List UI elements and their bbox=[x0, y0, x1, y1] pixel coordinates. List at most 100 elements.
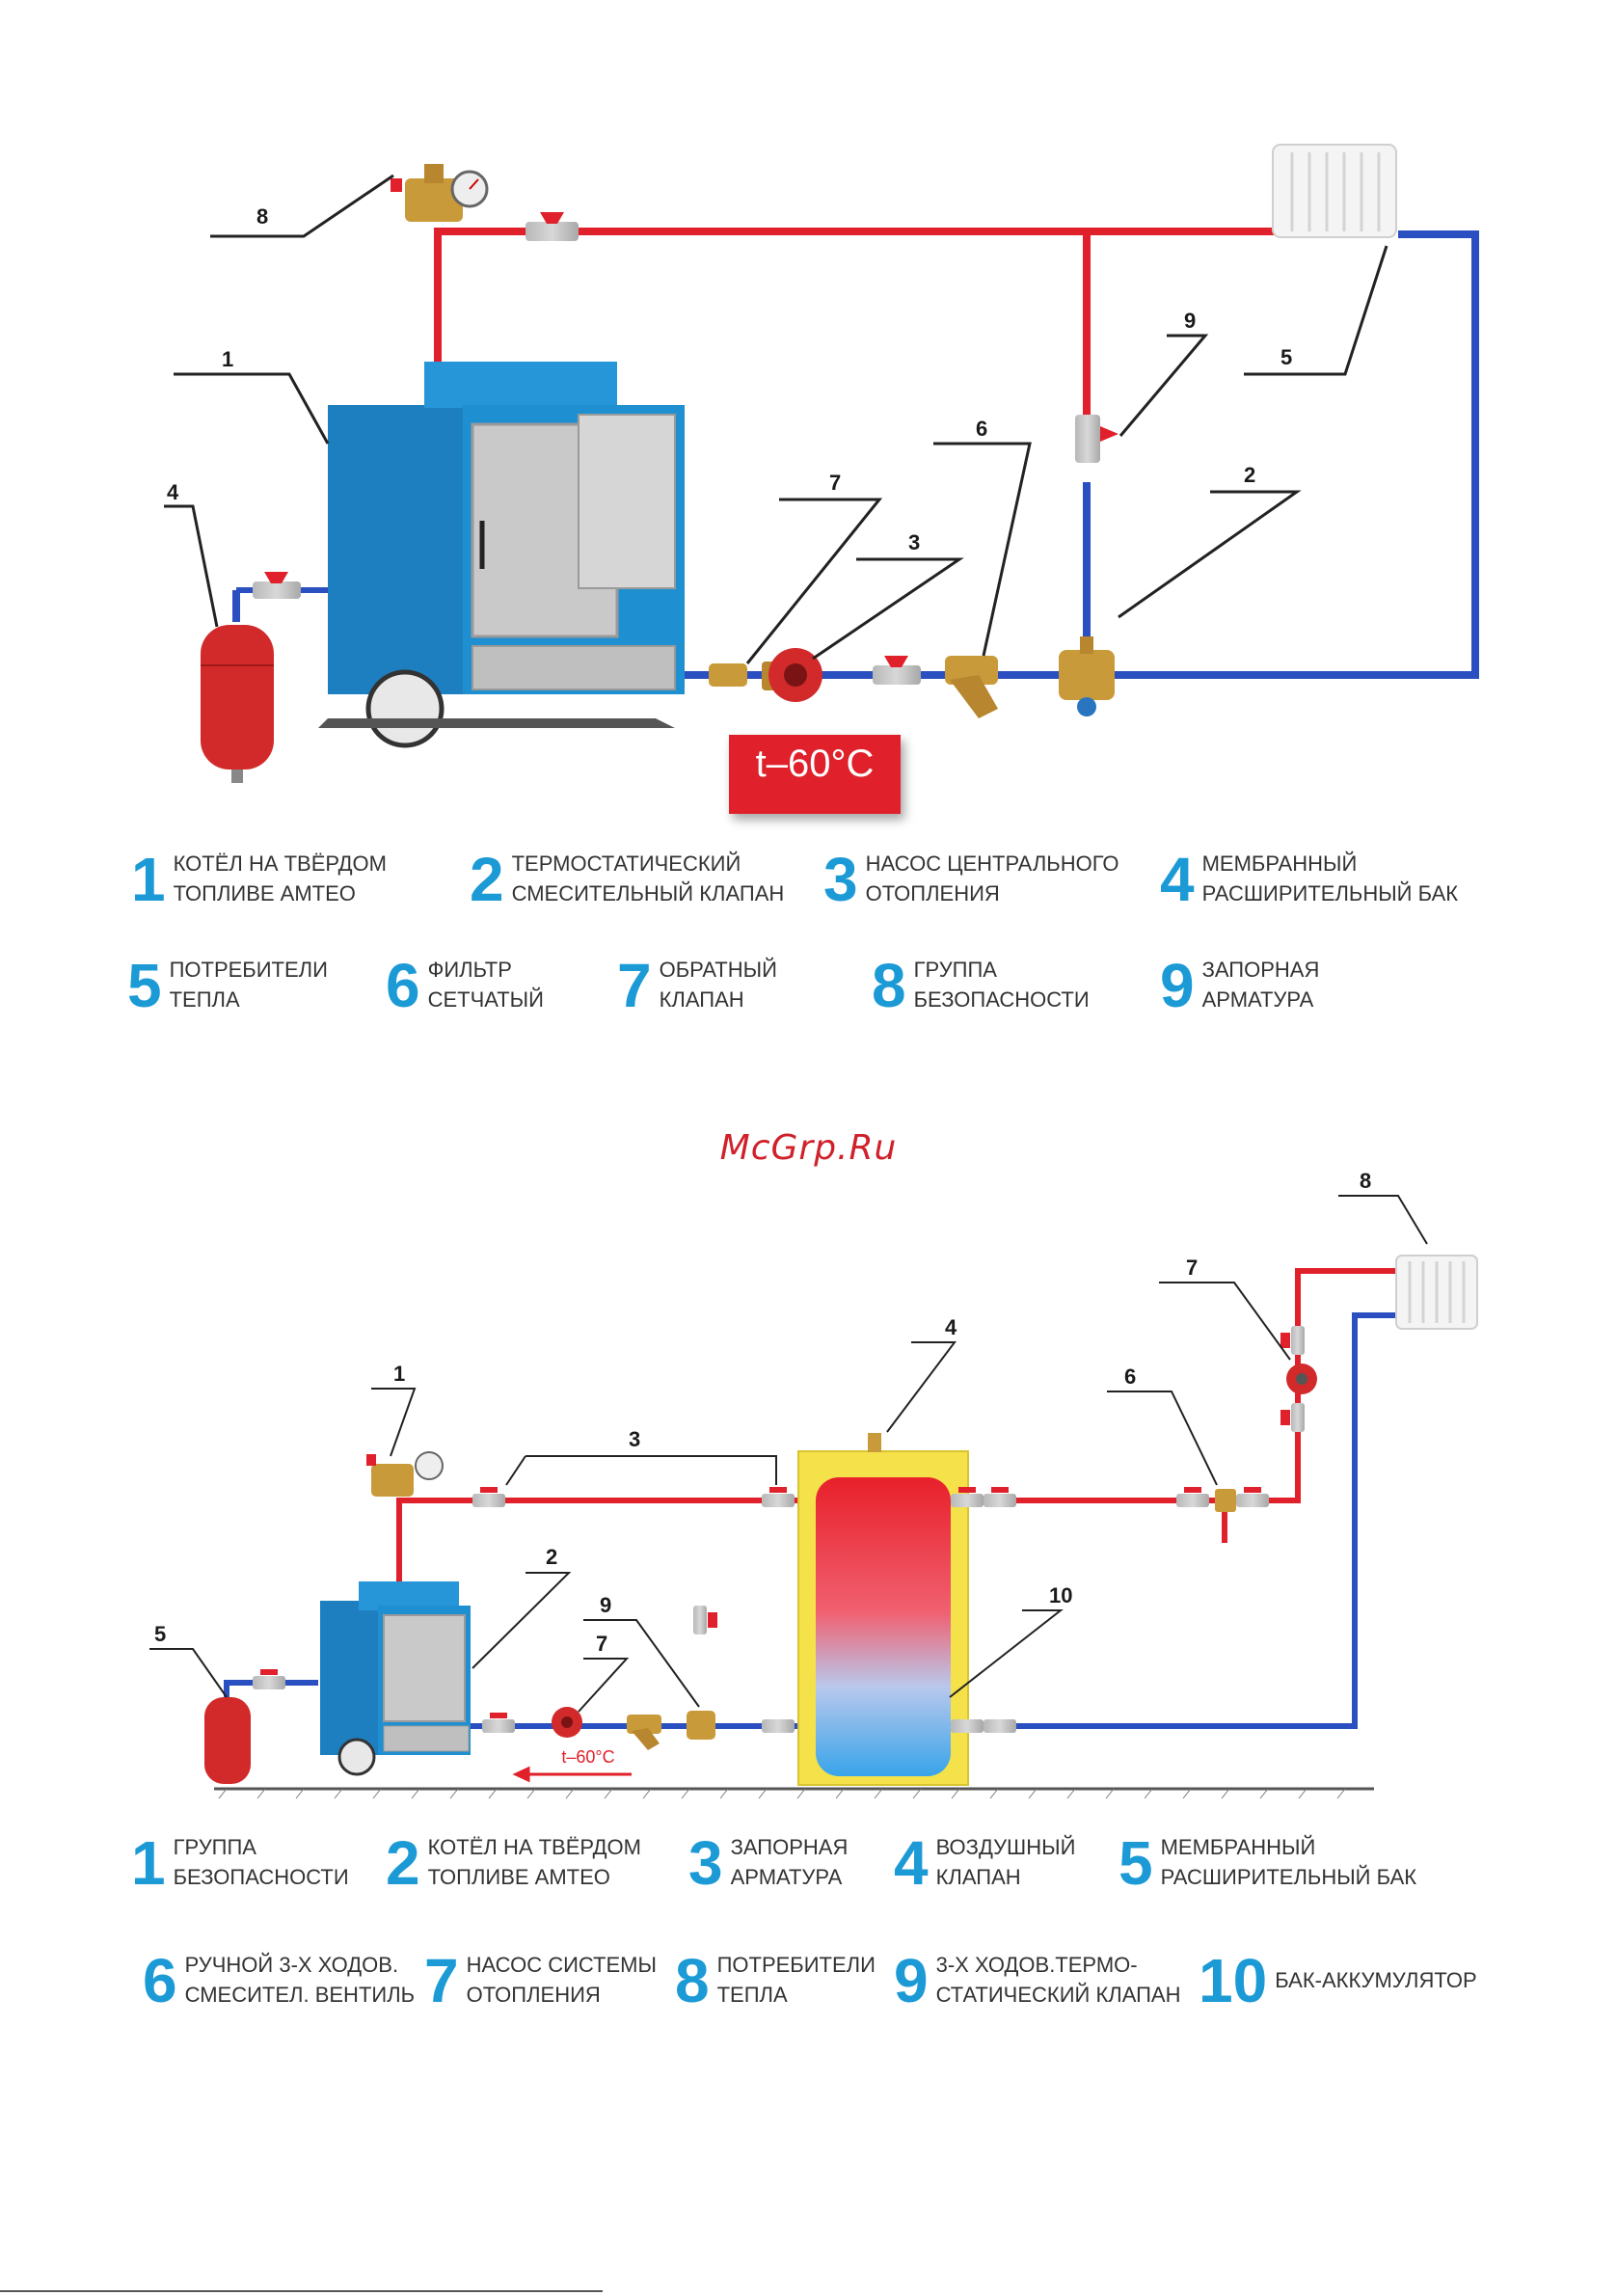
strainer-filter-1 bbox=[945, 656, 998, 718]
legend2-item-7: 7 НАСОС СИСТЕМЫ ОТОПЛЕНИЯ bbox=[424, 1950, 657, 2012]
legend-text: ТЕРМОСТАТИЧЕСКИЙ СМЕСИТЕЛЬНЫЙ КЛАПАН bbox=[511, 851, 785, 905]
legend-number: 6 bbox=[143, 1946, 177, 2015]
buffer-tank bbox=[797, 1433, 969, 1786]
valve-top bbox=[526, 212, 579, 241]
pump-radiator bbox=[1286, 1364, 1317, 1394]
callout2-8: 8 bbox=[1360, 1169, 1371, 1193]
legend1-item-9: 9 ЗАПОРНАЯ АРМАТУРА bbox=[1160, 955, 1319, 1016]
diagram-2: 1 2 3 4 5 6 7 8 9 7 10 bbox=[0, 1169, 1478, 2292]
legend-text: БАК-АККУМУЛЯТОР bbox=[1275, 1967, 1477, 1992]
callout-4: 4 bbox=[167, 480, 179, 504]
callout2-9: 9 bbox=[600, 1593, 611, 1617]
legend-text: КОТЁЛ НА ТВЁРДОМ ТОПЛИВЕ АМТЕО bbox=[427, 1835, 641, 1889]
legend-text: ГРУППА БЕЗОПАСНОСТИ bbox=[913, 958, 1090, 1012]
legend2-item-2: 2 КОТЁЛ НА ТВЁРДОМ ТОПЛИВЕ АМТЕО bbox=[386, 1832, 641, 1894]
legend-text: 3-Х ХОДОВ.ТЕРМО- СТАТИЧЕСКИЙ КЛАПАН bbox=[935, 1953, 1181, 2007]
callout-7: 7 bbox=[829, 471, 841, 495]
legend-number: 3 bbox=[823, 845, 858, 914]
legend-text: НАСОС ЦЕНТРАЛЬНОГО ОТОПЛЕНИЯ bbox=[865, 851, 1119, 905]
callout-9: 9 bbox=[1184, 309, 1196, 333]
legend-number: 4 bbox=[894, 1828, 929, 1898]
valve-expansion bbox=[253, 572, 301, 599]
legend2-item-9: 9 3-Х ХОДОВ.ТЕРМО- СТАТИЧЕСКИЙ КЛАПАН bbox=[894, 1950, 1181, 2012]
legend1-item-7: 7 ОБРАТНЫЙ КЛАПАН bbox=[617, 955, 777, 1016]
legend1-item-5: 5 ПОТРЕБИТЕЛИ ТЕПЛА bbox=[127, 955, 328, 1016]
legend-text: ПОТРЕБИТЕЛИ ТЕПЛА bbox=[716, 1953, 876, 2007]
legend-text: НАСОС СИСТЕМЫ ОТОПЛЕНИЯ bbox=[466, 1953, 657, 2007]
legend-number: 5 bbox=[1118, 1828, 1153, 1898]
callout2-6: 6 bbox=[1124, 1364, 1136, 1389]
return-pipes bbox=[232, 230, 1479, 679]
legend-text: МЕМБРАННЫЙ РАСШИРИТЕЛЬНЫЙ БАК bbox=[1201, 851, 1459, 905]
callout2-3: 3 bbox=[629, 1427, 640, 1451]
leader-lines-2 bbox=[149, 1195, 1428, 1713]
legend-number: 10 bbox=[1199, 1946, 1268, 2015]
callout-3: 3 bbox=[908, 530, 920, 554]
pump-1 bbox=[762, 648, 822, 702]
legend-number: 5 bbox=[127, 951, 162, 1020]
legend2-item-5: 5 МЕМБРАННЫЙ РАСШИРИТЕЛЬНЫЙ БАК bbox=[1118, 1832, 1416, 1894]
callout2-1: 1 bbox=[393, 1362, 405, 1386]
callout2-10: 10 bbox=[1049, 1583, 1072, 1607]
expansion-tank-1 bbox=[201, 625, 274, 783]
legend-text: МЕМБРАННЫЙ РАСШИРИТЕЛЬНЫЙ БАК bbox=[1160, 1835, 1417, 1889]
legend-text: ЗАПОРНАЯ АРМАТУРА bbox=[1201, 958, 1320, 1012]
legend-number: 8 bbox=[872, 951, 906, 1020]
legend-number: 3 bbox=[688, 1828, 723, 1898]
legend2-item-6: 6 РУЧНОЙ 3-Х ХОДОВ. СМЕСИТЕЛ. ВЕНТИЛЬ bbox=[143, 1950, 415, 2012]
legend1-item-3: 3 НАСОС ЦЕНТРАЛЬНОГО ОТОПЛЕНИЯ bbox=[823, 849, 1119, 910]
watermark: McGrp.Ru bbox=[719, 1128, 898, 1168]
boiler-2 bbox=[320, 1581, 471, 1776]
mixing-valve-1 bbox=[1059, 636, 1115, 716]
callout-5: 5 bbox=[1280, 345, 1292, 369]
supply-pipes bbox=[434, 228, 1282, 424]
callout2-2: 2 bbox=[546, 1545, 557, 1569]
legend-text: ПОТРЕБИТЕЛИ ТЕПЛА bbox=[169, 958, 328, 1012]
valve-handles-2 bbox=[260, 1333, 1290, 1718]
check-valve-1 bbox=[709, 663, 747, 687]
legend-number: 9 bbox=[1160, 951, 1195, 1020]
legend-number: 7 bbox=[617, 951, 652, 1020]
callout-6: 6 bbox=[976, 417, 987, 441]
legend1-item-8: 8 ГРУППА БЕЗОПАСНОСТИ bbox=[872, 955, 1090, 1016]
legend1-item-6: 6 ФИЛЬТР СЕТЧАТЫЙ bbox=[386, 955, 544, 1016]
legend1-item-1: 1 КОТЁЛ НА ТВЁРДОМ ТОПЛИВЕ АМТЕО bbox=[131, 849, 387, 910]
legend-text: ГРУППА БЕЗОПАСНОСТИ bbox=[173, 1835, 349, 1889]
thermostatic-valve-2 bbox=[687, 1711, 715, 1740]
legend-text: КОТЁЛ НА ТВЁРДОМ ТОПЛИВЕ АМТЕО bbox=[173, 851, 387, 905]
leader-lines-1 bbox=[164, 174, 1388, 664]
expansion-tank-2 bbox=[204, 1697, 251, 1784]
legend-number: 7 bbox=[424, 1946, 459, 2015]
temperature-badge: t–60°C bbox=[729, 735, 901, 814]
legend-number: 2 bbox=[470, 845, 504, 914]
pump-2 bbox=[552, 1707, 582, 1738]
legend2-item-3: 3 ЗАПОРНАЯ АРМАТУРА bbox=[688, 1832, 848, 1894]
temperature-label-2: t–60°C bbox=[561, 1747, 615, 1767]
callout-2: 2 bbox=[1244, 463, 1255, 487]
legend-number: 4 bbox=[1160, 845, 1195, 914]
filter-2 bbox=[627, 1715, 661, 1750]
legend-text: РУЧНОЙ 3-Х ХОДОВ. СМЕСИТЕЛ. ВЕНТИЛЬ bbox=[184, 1953, 416, 2007]
legend2-item-8: 8 ПОТРЕБИТЕЛИ ТЕПЛА bbox=[675, 1950, 876, 2012]
legend-text: ЗАПОРНАЯ АРМАТУРА bbox=[730, 1835, 849, 1889]
temp-arrow-2 bbox=[512, 1766, 632, 1783]
boiler-1 bbox=[318, 362, 685, 748]
callout2-5: 5 bbox=[154, 1622, 166, 1646]
legend2-item-4: 4 ВОЗДУШНЫЙ КЛАПАН bbox=[894, 1832, 1075, 1894]
callouts-1: 1 2 3 4 5 6 7 8 9 bbox=[167, 204, 1292, 554]
valve-pump-out bbox=[873, 656, 921, 685]
callout-1: 1 bbox=[222, 347, 233, 371]
legend-number: 6 bbox=[386, 951, 420, 1020]
safety-group-2 bbox=[366, 1451, 444, 1497]
callout2-7a: 7 bbox=[1186, 1256, 1198, 1280]
legend-number: 1 bbox=[131, 845, 166, 914]
radiator-1 bbox=[1272, 144, 1397, 238]
legend-number: 1 bbox=[131, 1828, 166, 1898]
manual-mixer bbox=[1215, 1489, 1236, 1512]
legend1-item-4: 4 МЕМБРАННЫЙ РАСШИРИТЕЛЬНЫЙ БАК bbox=[1160, 849, 1458, 910]
callout2-7b: 7 bbox=[596, 1632, 607, 1656]
valves-2 bbox=[253, 1326, 1305, 1733]
legend2-item-1: 1 ГРУППА БЕЗОПАСНОСТИ bbox=[131, 1832, 349, 1894]
safety-group-1 bbox=[391, 164, 489, 222]
